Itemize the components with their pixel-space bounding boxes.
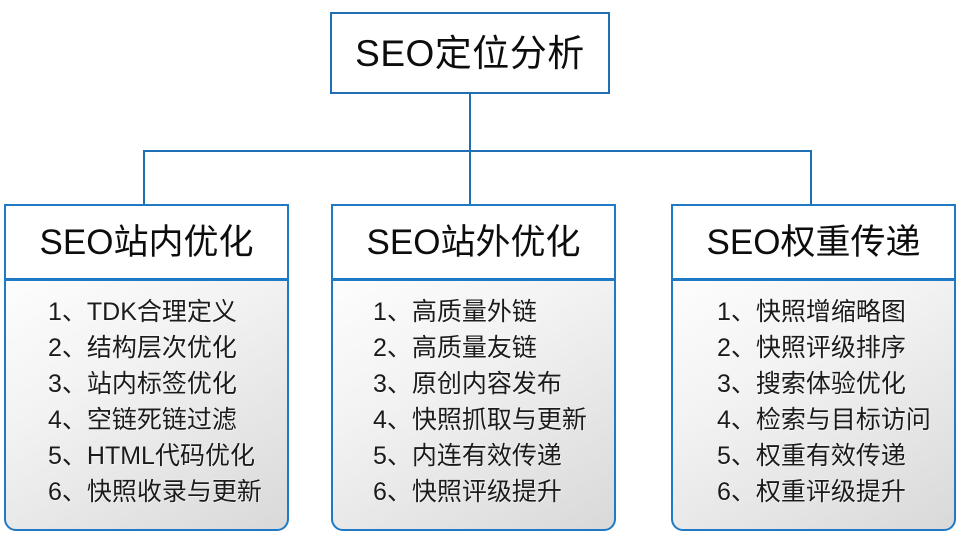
list-item: 6、快照评级提升	[373, 478, 562, 506]
list-item: 1、高质量外链	[373, 298, 537, 326]
branch-body-onsite: 1、TDK合理定义 2、结构层次优化 3、站内标签优化 4、空链死链过滤 5、H…	[4, 279, 289, 531]
branch-column-weight-transfer: SEO权重传递 1、快照增缩略图 2、快照评级排序 3、搜索体验优化 4、检索与…	[671, 204, 956, 531]
branch-body-offsite: 1、高质量外链 2、高质量友链 3、原创内容发布 4、快照抓取与更新 5、内连有…	[331, 279, 616, 531]
list-item: 3、搜索体验优化	[717, 370, 906, 398]
list-item: 1、快照增缩略图	[717, 298, 906, 326]
branch-column-offsite: SEO站外优化 1、高质量外链 2、高质量友链 3、原创内容发布 4、快照抓取与…	[331, 204, 616, 531]
branch-header-onsite[interactable]: SEO站内优化	[4, 204, 289, 280]
list-item: 2、结构层次优化	[48, 334, 237, 362]
branch-header-label: SEO权重传递	[706, 222, 921, 262]
branch-item-list: 1、快照增缩略图 2、快照评级排序 3、搜索体验优化 4、检索与目标访问 5、权…	[673, 294, 931, 510]
list-item: 1、TDK合理定义	[48, 298, 237, 326]
list-item: 6、权重评级提升	[717, 478, 906, 506]
connector-root-vertical	[469, 93, 471, 152]
list-item: 6、快照收录与更新	[48, 478, 262, 506]
root-node-label: SEO定位分析	[355, 32, 585, 74]
list-item: 2、快照评级排序	[717, 334, 906, 362]
list-item: 5、HTML代码优化	[48, 442, 255, 470]
connector-branch-2-vertical	[469, 150, 471, 206]
list-item: 3、站内标签优化	[48, 370, 237, 398]
branch-column-onsite: SEO站内优化 1、TDK合理定义 2、结构层次优化 3、站内标签优化 4、空链…	[4, 204, 289, 531]
list-item: 4、检索与目标访问	[717, 406, 931, 434]
branch-header-weight-transfer[interactable]: SEO权重传递	[671, 204, 956, 280]
root-node-seo-positioning-analysis[interactable]: SEO定位分析	[330, 12, 610, 94]
list-item: 2、高质量友链	[373, 334, 537, 362]
connector-branch-3-vertical	[810, 150, 812, 206]
branch-header-offsite[interactable]: SEO站外优化	[331, 204, 616, 280]
list-item: 5、内连有效传递	[373, 442, 562, 470]
list-item: 4、快照抓取与更新	[373, 406, 587, 434]
list-item: 4、空链死链过滤	[48, 406, 237, 434]
branch-header-label: SEO站外优化	[366, 222, 581, 262]
connector-horizontal-bar	[144, 150, 812, 152]
branch-item-list: 1、TDK合理定义 2、结构层次优化 3、站内标签优化 4、空链死链过滤 5、H…	[6, 294, 262, 510]
list-item: 5、权重有效传递	[717, 442, 906, 470]
branch-body-weight-transfer: 1、快照增缩略图 2、快照评级排序 3、搜索体验优化 4、检索与目标访问 5、权…	[671, 279, 956, 531]
branch-item-list: 1、高质量外链 2、高质量友链 3、原创内容发布 4、快照抓取与更新 5、内连有…	[333, 294, 587, 510]
branch-header-label: SEO站内优化	[39, 222, 254, 262]
connector-branch-1-vertical	[143, 150, 145, 206]
list-item: 3、原创内容发布	[373, 370, 562, 398]
